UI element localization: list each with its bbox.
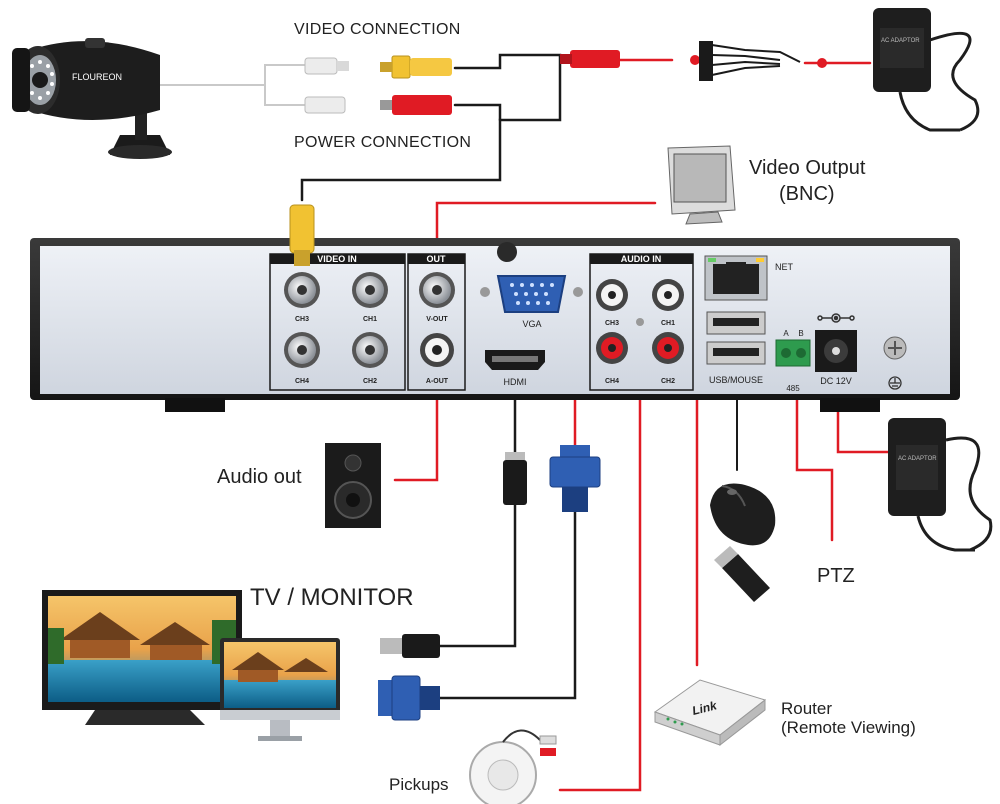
vga-label: VGA bbox=[522, 319, 541, 329]
ch3-audio-label: CH3 bbox=[605, 320, 619, 327]
pickup-microphone-icon bbox=[469, 729, 557, 804]
net-port bbox=[704, 255, 768, 301]
power-splitter-icon bbox=[699, 41, 801, 81]
audio-out-label: Audio out bbox=[217, 466, 302, 488]
speaker-icon bbox=[325, 443, 381, 528]
connection-dot bbox=[690, 55, 700, 65]
out-label: OUT bbox=[427, 254, 447, 264]
bnc-port-ch4 bbox=[284, 332, 320, 368]
camera-pigtail-wire bbox=[149, 64, 306, 106]
usb-mouse-label: USB/MOUSE bbox=[709, 375, 763, 385]
power-adapter-top bbox=[873, 8, 980, 132]
vga-port bbox=[480, 275, 583, 313]
tv-monitor-label: TV / MONITOR bbox=[250, 584, 414, 611]
ch3-video-label: CH3 bbox=[295, 316, 309, 323]
bullet-camera bbox=[12, 38, 172, 159]
red-power-plug bbox=[560, 50, 620, 68]
rca-port-audio-ch1 bbox=[652, 279, 684, 311]
pickups-label: Pickups bbox=[389, 775, 449, 794]
crt-monitor-icon bbox=[667, 145, 736, 225]
rs485-label: 485 bbox=[786, 384, 800, 393]
v-out-label: V-OUT bbox=[426, 316, 448, 323]
vga-cable-plug bbox=[549, 445, 601, 512]
ch2-video-label: CH2 bbox=[363, 378, 377, 385]
power-connection-label: POWER CONNECTION bbox=[294, 134, 472, 151]
tv-display bbox=[42, 590, 242, 725]
router-brand: Link bbox=[691, 698, 720, 718]
usb-port-2 bbox=[706, 341, 766, 365]
rca-port-audio-ch3 bbox=[596, 279, 628, 311]
net-label: NET bbox=[775, 262, 794, 272]
hdmi-label: HDMI bbox=[504, 377, 527, 387]
router-icon bbox=[653, 679, 767, 747]
usb-port-1 bbox=[706, 311, 766, 335]
dvr-unit bbox=[30, 204, 960, 412]
bnc-port-ch2 bbox=[352, 332, 388, 368]
video-output-label: Video Output bbox=[749, 157, 866, 179]
video-connection-label: VIDEO CONNECTION bbox=[294, 21, 461, 38]
ch1-audio-label: CH1 bbox=[661, 320, 675, 327]
video-connector-pair bbox=[304, 55, 452, 79]
a-out-label: A-OUT bbox=[426, 378, 449, 385]
vga-monitor-wire bbox=[438, 510, 577, 700]
camera-brand: FLOUREON bbox=[72, 72, 122, 82]
ch2-audio-label: CH2 bbox=[661, 378, 675, 385]
ptz-label: PTZ bbox=[817, 565, 855, 587]
audio-in-label: AUDIO IN bbox=[621, 254, 662, 264]
hdmi-monitor-wire bbox=[438, 503, 517, 648]
rs485-b-label: B bbox=[798, 329, 803, 338]
yellow-bnc-plug bbox=[289, 204, 315, 266]
rca-port-audio-ch2 bbox=[652, 332, 684, 364]
video-output-sub-label: (BNC) bbox=[779, 183, 835, 205]
vga-cable-plug-monitor bbox=[378, 675, 440, 721]
hdmi-port bbox=[485, 350, 545, 370]
rca-port-a-out bbox=[420, 333, 454, 367]
usb-stick-icon bbox=[714, 546, 770, 602]
dc-polarity-icon bbox=[817, 313, 855, 323]
ch1-video-label: CH1 bbox=[363, 316, 377, 323]
hdmi-cable-plug bbox=[503, 452, 527, 505]
panel-labels: VIDEO IN OUT AUDIO IN CH3 CH1 CH4 CH2 V-… bbox=[295, 254, 852, 393]
bnc-port-v-out bbox=[419, 272, 455, 308]
ground-icon bbox=[888, 376, 902, 390]
rca-port-audio-ch4 bbox=[596, 332, 628, 364]
ch4-audio-label: CH4 bbox=[605, 378, 619, 385]
rs485-a-label: A bbox=[783, 329, 789, 338]
hdmi-cable-plug-monitor bbox=[380, 634, 440, 658]
router-sub-label: (Remote Viewing) bbox=[781, 718, 916, 737]
mouse-icon bbox=[710, 483, 776, 546]
dc12v-label: DC 12V bbox=[820, 376, 852, 386]
power-connector-pair bbox=[304, 95, 452, 115]
power-cable-wire bbox=[453, 103, 502, 122]
audio-in-wire bbox=[558, 393, 642, 792]
monitor-display bbox=[220, 638, 340, 741]
ptz-wire bbox=[795, 383, 834, 542]
bnc-port-ch3 bbox=[284, 272, 320, 308]
power-adapter-bottom bbox=[888, 418, 993, 552]
connection-dot bbox=[817, 58, 827, 68]
bnc-port-ch1 bbox=[352, 272, 388, 308]
video-in-label: VIDEO IN bbox=[317, 254, 357, 264]
router-label: Router bbox=[781, 699, 833, 718]
ch4-video-label: CH4 bbox=[295, 378, 309, 385]
rs485-terminal bbox=[775, 339, 811, 367]
video-cable-wire bbox=[300, 53, 562, 202]
adapter-brand-top: AC ADAPTOR bbox=[881, 38, 920, 44]
dc-power-jack bbox=[815, 330, 857, 372]
ground-screw bbox=[883, 336, 907, 360]
adapter-brand-bottom: AC ADAPTOR bbox=[898, 456, 937, 462]
